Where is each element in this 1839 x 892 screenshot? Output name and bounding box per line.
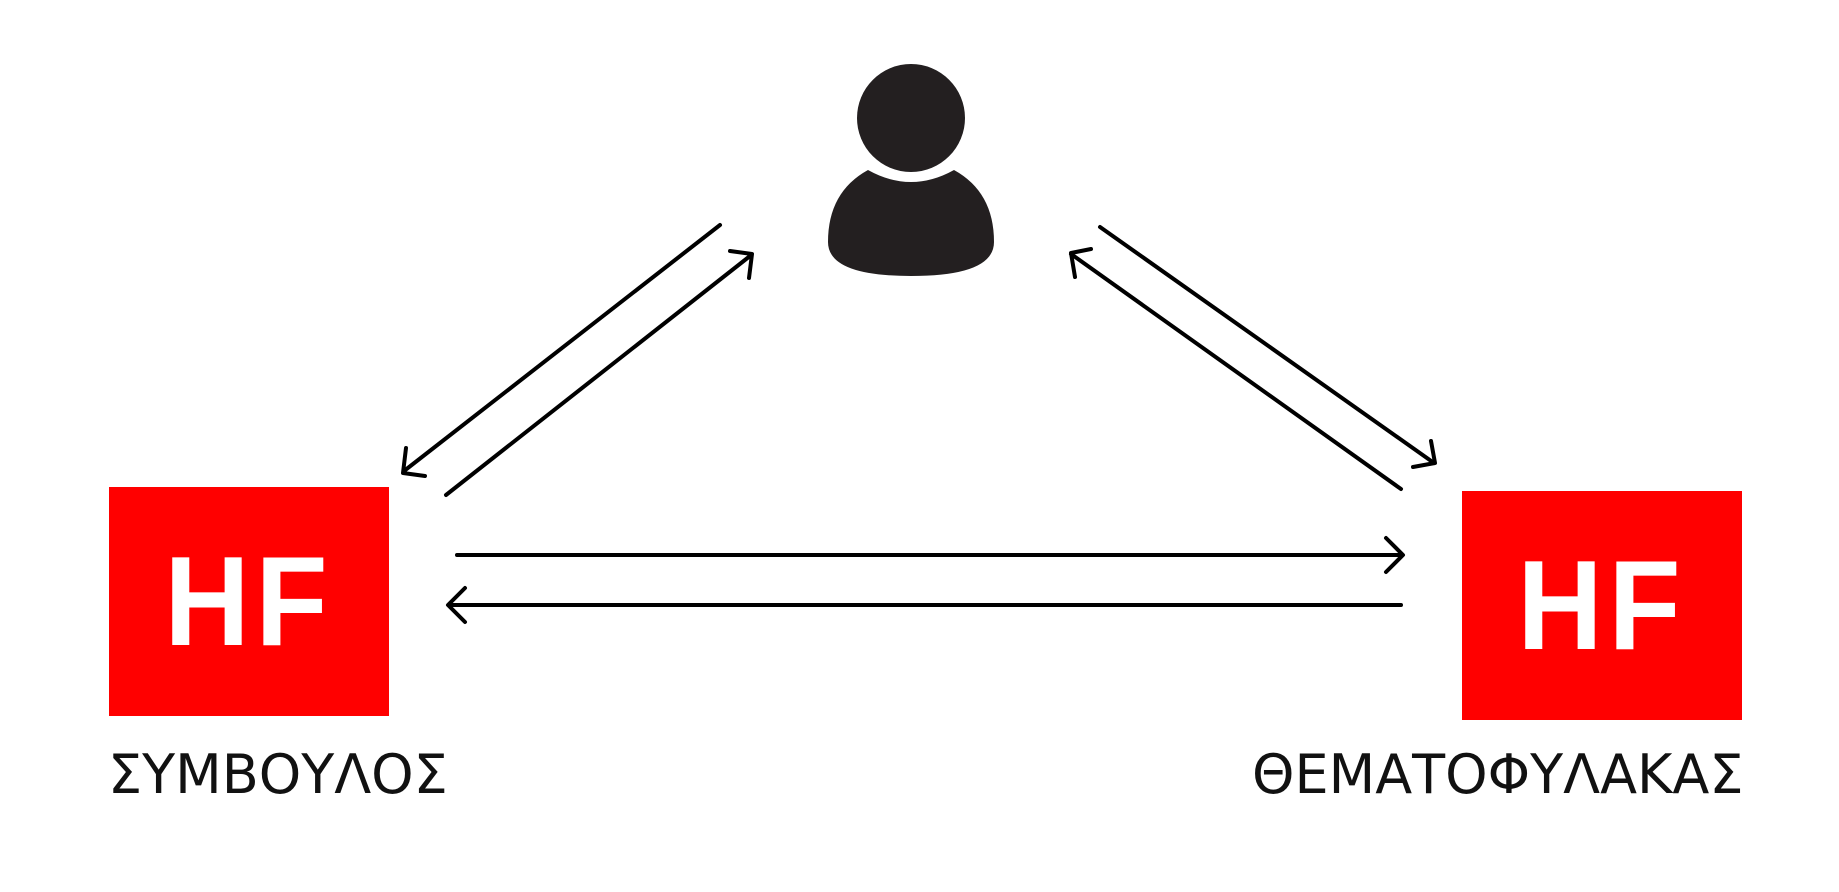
custodian-logo-text: HF [1517, 534, 1687, 677]
advisor-logo-box: HF [109, 487, 389, 716]
person-icon [828, 64, 994, 276]
custodian-logo-box: HF [1462, 491, 1742, 720]
arrow-custodian-to-advisor-head [446, 586, 467, 624]
arrow-advisor-to-person [444, 254, 752, 497]
advisor-label: ΣΥΜΒΟΥΛΟΣ [108, 743, 448, 806]
arrow-person-to-custodian-head [1411, 439, 1437, 469]
arrow-person-to-advisor [402, 223, 722, 473]
arrow-person-to-advisor-head [401, 446, 427, 478]
person-body [828, 170, 994, 276]
arrow-custodian-to-person-head [1069, 247, 1093, 279]
custodian-label: ΘΕΜΑΤΟΦΥΛΑΚΑΣ [1252, 743, 1744, 806]
arrow-person-to-custodian [1098, 225, 1436, 465]
arrow-advisor-to-custodian-head [1384, 536, 1405, 574]
arrow-advisor-to-person-head [728, 249, 754, 280]
advisor-logo-text: HF [164, 530, 334, 673]
arrow-custodian-to-person [1069, 252, 1403, 491]
person-head [857, 64, 965, 172]
